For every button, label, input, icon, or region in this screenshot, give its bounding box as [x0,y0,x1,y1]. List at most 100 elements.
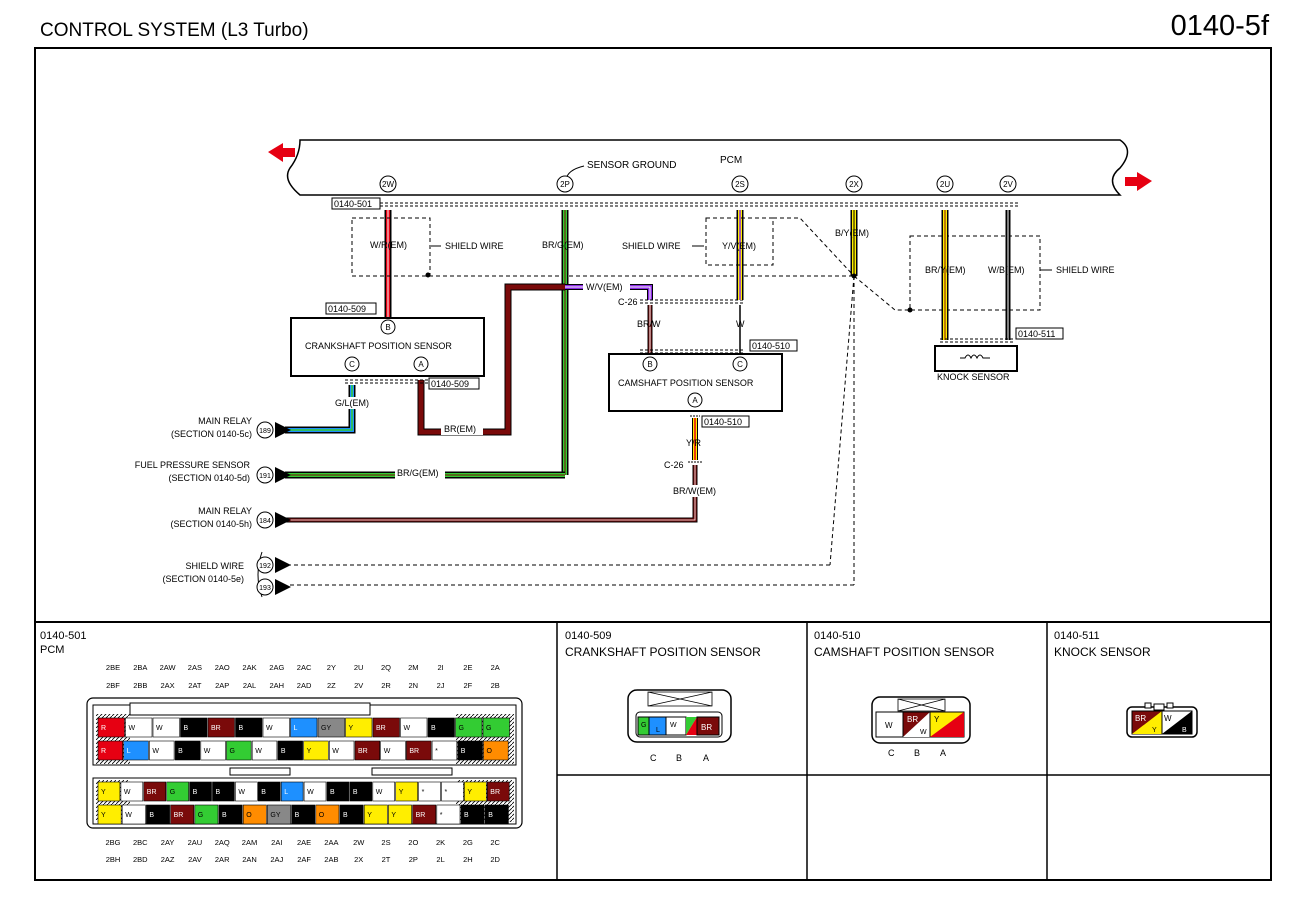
pcm-pin-label: 2Y [327,663,336,672]
pcm-pin-cell [486,781,510,802]
pin-2u: 2U [940,180,950,189]
wire-label-br: BR(EM) [444,424,476,434]
sensor-ground-label: SENSOR GROUND [587,160,676,171]
pcm-pin-cell [174,740,201,761]
pcm-pin-cell [349,781,373,802]
pcm-pin-code: BR [211,725,221,732]
pcm-pin-code: G [230,748,235,755]
pcm-pin-label: 2AF [297,855,311,864]
pcm-pin-code: Y [307,748,312,755]
pcm-pin-cell [441,781,464,802]
wire-label-w: W [736,319,745,329]
pin-2s: 2S [735,180,745,189]
pcm-pin-code: B [178,748,183,755]
pcm-pin-cell [354,740,381,761]
pcm-pin-cell [339,804,364,825]
pin-2x: 2X [849,180,859,189]
pcm-pin-cell [97,781,121,802]
pcm-pin-label: 2H [463,855,473,864]
pcm-pin-code: W [156,725,163,732]
connector-c26-b: C-26 [664,460,684,470]
pcm-pin-code: W [238,789,245,796]
pcm-pin-label: 2AV [188,855,202,864]
pcm-pin-cell [291,804,316,825]
pcm-pin-label: 2J [437,681,445,690]
pcm-pin-cell [242,804,267,825]
pcm-pin-cell [388,804,412,825]
svg-text:C: C [349,360,355,369]
pcm-pin-code: O [487,748,493,755]
pcm-pin-cell [460,804,485,825]
pcm-pin-code: L [284,789,288,796]
pcm-pin-label: 2A [491,663,500,672]
pcm-pin-code: W [255,748,262,755]
pcm-pin-cell [189,781,212,802]
pcm-pin-label: 2BH [106,855,121,864]
pcm-pin-label: 2AO [215,663,230,672]
svg-text:Y: Y [934,715,940,724]
pcm-pin-label: 2P [409,855,418,864]
pcm-pin-code: B [193,789,198,796]
pcm-pin-cell [170,804,195,825]
pcm-pin-cell [200,740,226,761]
pcm-pin-label: 2BF [106,681,120,690]
pcm-pin-code: Y [367,812,372,819]
pcm-pin-cell [226,740,252,761]
svg-text:FUEL PRESSURE SENSOR: FUEL PRESSURE SENSOR [135,460,251,470]
svg-text:A: A [940,748,946,758]
panel-501-code: 0140-501 [40,630,87,642]
pcm-pin-cell [143,781,167,802]
pcm-pin-code: B [239,725,244,732]
pcm-pin-label: 2BA [133,663,147,672]
panel-510-name: CAMSHAFT POSITION SENSOR [814,645,995,659]
pcm-pin-code: B [330,789,335,796]
pcm-pin-code: BR [147,789,157,796]
wire-label-w-b: W/B(EM) [988,265,1025,275]
svg-text:(SECTION 0140-5c): (SECTION 0140-5c) [171,429,252,439]
pcm-pin-label: 2AJ [270,855,283,864]
svg-text:(SECTION 0140-5e): (SECTION 0140-5e) [162,574,244,584]
pcm-pin-code: W [332,748,339,755]
pcm-pin-label: 2AD [297,681,312,690]
pcm-pin-code: B [343,812,348,819]
pcm-pin-label: 2BB [133,681,147,690]
svg-text:BR: BR [907,715,918,724]
pcm-pin-cell [372,717,400,738]
connector-c26-a: C-26 [618,297,638,307]
pcm-pin-code: B [464,812,469,819]
pcm-pin-code: BR [416,812,426,819]
svg-text:C: C [737,360,743,369]
pcm-pin-code: B [461,748,466,755]
pcm-pin-code: BR [358,748,368,755]
pin-2p: 2P [560,180,570,189]
pcm-pin-code: W [266,725,273,732]
pcm-pin-code: Y [349,725,354,732]
pcm-pin-cell [431,740,458,761]
pcm-pin-label: 2AP [215,681,229,690]
svg-text:BR: BR [1135,714,1146,723]
pcm-pin-label: 2BG [105,838,120,847]
pcm-pin-cell [363,804,388,825]
pcm-pin-cell [218,804,243,825]
pcm-pin-cell [97,740,124,761]
pcm-pin-label: 2Q [381,663,391,672]
svg-text:SHIELD WIRE: SHIELD WIRE [185,561,244,571]
pcm-pin-code: Y [101,789,106,796]
svg-text:Y: Y [1152,727,1157,734]
pcm-pin-cell [235,717,263,738]
shield-label-c: SHIELD WIRE [1056,265,1115,275]
knock-sensor-label: KNOCK SENSOR [937,372,1010,382]
panel-509-code: 0140-509 [565,630,612,642]
knock-sensor-box [934,345,1018,372]
pcm-pin-code: G [198,812,203,819]
pcm-pin-label: 2Z [327,681,336,690]
pcm-pin-label: 2B [491,681,500,690]
svg-text:192: 192 [259,563,271,570]
pcm-pin-code: G [170,789,175,796]
pcm-pin-code: B [431,725,436,732]
pcm-pin-label: 2E [463,663,472,672]
pcm-pin-code: W [307,789,314,796]
pcm-pin-label: 2K [436,838,445,847]
pcm-pin-cell [326,781,350,802]
